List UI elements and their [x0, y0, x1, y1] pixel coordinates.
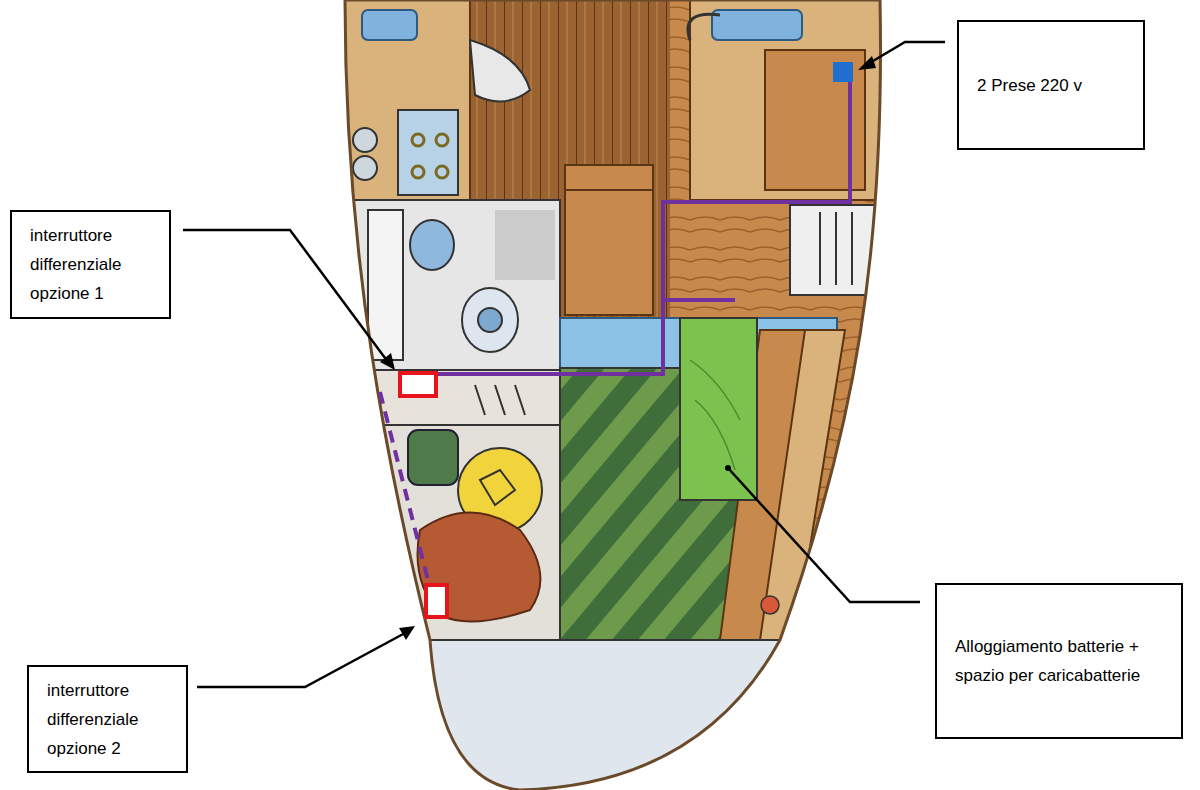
- illustration-circle: [436, 134, 448, 146]
- illustration-path: [197, 633, 405, 687]
- illustration-rect: [345, 425, 560, 640]
- illustration-path: [437, 72, 850, 374]
- illustration-rect: [345, 0, 470, 200]
- illustration-line: [380, 392, 430, 588]
- illustration-path: [480, 470, 515, 505]
- illustration-path: [688, 14, 720, 40]
- illustration-ellipse: [410, 220, 454, 270]
- callout-box: Alloggiamento batterie + spazio per cari…: [935, 583, 1183, 739]
- callout-text: interruttore differenziale opzione 1: [30, 221, 159, 308]
- illustration-circle: [412, 166, 424, 178]
- illustration-path: [380, 353, 395, 370]
- illustration-path: [475, 385, 525, 415]
- illustration-path: [418, 513, 541, 622]
- illustration-path: [760, 330, 845, 640]
- callout-box: 2 Prese 220 v: [957, 20, 1145, 150]
- illustration-path: [690, 360, 740, 470]
- illustration-rect: [833, 62, 853, 82]
- illustration-rect: [340, 640, 885, 790]
- illustration-path: [399, 626, 415, 640]
- illustration-g: [340, 0, 885, 790]
- illustration-line: [565, 189, 653, 191]
- illustration-rect: [565, 165, 653, 315]
- illustration-line: [851, 212, 853, 285]
- illustration-rect: [712, 10, 802, 40]
- illustration-rect: [400, 373, 436, 396]
- callout-text: interruttore differenziale opzione 2: [47, 676, 176, 763]
- illustration-rect: [426, 585, 447, 617]
- illustration-circle: [412, 134, 424, 146]
- illustration-rect: [368, 210, 403, 360]
- illustration-rect: [362, 10, 417, 40]
- illustration-line: [835, 212, 837, 285]
- illustration-path: [868, 42, 945, 64]
- illustration-rect: [680, 318, 757, 500]
- illustration-path: [858, 56, 876, 70]
- illustration-line: [819, 212, 821, 285]
- callout-text: 2 Prese 220 v: [977, 71, 1129, 100]
- illustration-rect: [408, 430, 458, 485]
- illustration-circle: [353, 128, 377, 152]
- illustration-rect: [398, 110, 458, 195]
- illustration-path: [183, 230, 388, 362]
- illustration-circle: [478, 308, 502, 332]
- illustration-rect: [345, 200, 560, 370]
- illustration-rect: [790, 205, 875, 295]
- illustration-circle: [353, 156, 377, 180]
- illustration-circle: [725, 465, 731, 471]
- callout-box: interruttore differenziale opzione 2: [27, 665, 188, 773]
- illustration-line: [340, 639, 885, 641]
- illustration-line: [663, 298, 735, 302]
- callout-box: interruttore differenziale opzione 1: [10, 210, 171, 319]
- illustration-rect: [495, 210, 555, 280]
- illustration-ellipse: [462, 288, 518, 352]
- illustration-circle: [436, 166, 448, 178]
- illustration-path: [345, 0, 881, 790]
- illustration-path: [728, 468, 920, 602]
- callout-text: Alloggiamento batterie + spazio per cari…: [955, 632, 1141, 690]
- illustration-rect: [470, 0, 670, 320]
- illustration-path: [470, 40, 530, 101]
- illustration-circle: [761, 596, 779, 614]
